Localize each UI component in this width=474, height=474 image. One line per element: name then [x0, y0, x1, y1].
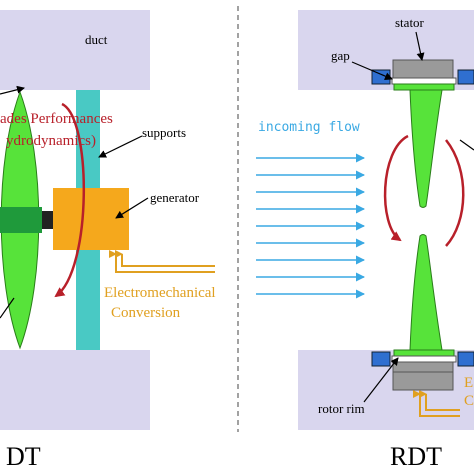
rdt-rim-top	[391, 77, 457, 85]
rdt-rotation-arrow-return	[445, 139, 465, 247]
rdt-conversion-arrow-1	[419, 390, 460, 411]
rdt-blade-pointer	[459, 139, 474, 151]
dt-generator-label: generator	[150, 190, 200, 205]
rdt-caption: RDT	[390, 442, 442, 471]
rdt-stator-label: stator	[395, 15, 425, 30]
rdt-gap-arrow	[351, 61, 393, 80]
rdt-magnet-bottom-left	[371, 351, 391, 367]
dt-hub	[0, 207, 42, 233]
dt-duct-label: duct	[85, 32, 108, 47]
dt-shaft	[42, 211, 54, 229]
dt-panel: duct ades Performances ydrodynamics) sup…	[0, 10, 216, 471]
rdt-stator-arrow	[415, 31, 425, 61]
dt-blades-performance-line1: ades Performances	[0, 111, 113, 127]
rdt-edge-text-2: C	[464, 393, 474, 409]
dt-blades-performance-line2: ydrodynamics)	[6, 133, 96, 149]
dt-duct-bottom	[0, 350, 150, 430]
dt-conversion-arrow-1	[115, 250, 215, 267]
dt-duct-pointer	[0, 85, 25, 95]
dt-duct-top	[0, 10, 150, 90]
rdt-blade-bottom	[409, 234, 443, 351]
dt-supports-label: supports	[142, 125, 186, 140]
dt-generator-arrow	[115, 197, 149, 219]
rdt-edge-text-1: E	[464, 375, 473, 391]
dt-conversion-line2: Conversion	[111, 305, 181, 321]
rdt-panel: stator gap incoming flow rotor rim E C R…	[256, 10, 474, 471]
dt-generator	[53, 188, 129, 250]
dt-blade-pointer	[0, 297, 15, 319]
rdt-rotor-rim-top	[393, 83, 455, 91]
rdt-rotor-rim-bottom	[393, 349, 455, 357]
dt-rotation-arrow	[54, 102, 85, 298]
rdt-gap-label: gap	[331, 48, 350, 63]
rdt-magnet-top-right	[457, 69, 474, 85]
rdt-rotation-arrow	[383, 134, 409, 242]
rdt-stator-top	[392, 59, 454, 79]
rdt-rotor-rim-arrow	[363, 357, 399, 403]
dt-conversion-arrow-2	[109, 250, 215, 273]
rdt-rim-bottom	[391, 355, 457, 363]
rdt-flow-label: incoming flow	[258, 120, 360, 135]
rdt-rotor-rim-label: rotor rim	[318, 401, 365, 416]
rdt-flow-arrows	[256, 153, 365, 299]
rdt-magnet-bottom-right	[457, 351, 474, 367]
rdt-blade-top	[409, 89, 443, 208]
dt-caption: DT	[6, 442, 41, 471]
rdt-stator-bottom	[392, 361, 454, 391]
rdt-conversion-arrow-2	[413, 390, 460, 417]
dt-supports-arrow	[98, 135, 143, 158]
dt-conversion-line1: Electromechanical	[104, 285, 216, 301]
